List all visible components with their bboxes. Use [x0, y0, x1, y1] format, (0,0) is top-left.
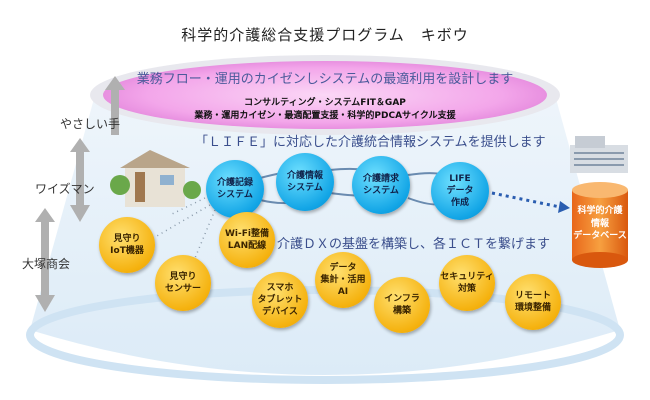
house-illustration: [110, 150, 201, 207]
ict-infrastructure: インフラ 構築: [374, 277, 430, 333]
consulting-sub2: 業務・運用カイゼン・最適配置支援・科学的PDCAサイクル支援: [194, 111, 456, 121]
system-care-record: 介護記録 システム: [206, 160, 264, 218]
ict-security: セキュリティ 対策: [439, 255, 495, 311]
ict-remote: リモート 環境整備: [505, 274, 561, 330]
ict-smartphone: スマホ タブレット デバイス: [252, 272, 308, 328]
system-life-data: LIFE データ 作成: [431, 162, 489, 220]
ict-wifi: Wi-Fi整備 LAN配線: [219, 212, 275, 268]
dx-heading: 介護ＤＸの基盤を構築し、各ＩＣＴを繋げます: [277, 237, 551, 252]
database-label: 科学的介護 情報 データベース: [573, 206, 627, 242]
page-title: 科学的介護総合支援プログラム キボウ: [181, 26, 469, 44]
partner-yasashiite: やさしい手: [60, 117, 121, 131]
facility-building: [570, 136, 628, 173]
ict-sensor: 見守り センサー: [155, 255, 211, 311]
partner-otsuka: 大塚商会: [22, 257, 71, 271]
consulting-heading: 業務フロー・運用のカイゼンしシステムの最適利用を設計します: [136, 72, 514, 87]
consulting-sub1: コンサルティング・システムFIT＆GAP: [244, 98, 406, 108]
life-heading: 「ＬＩＦＥ」に対応した介護統合情報システムを提供します: [195, 135, 546, 150]
arrows: [35, 76, 125, 312]
partner-wiseman: ワイズマン: [35, 182, 95, 196]
database-cylinder: [572, 182, 628, 268]
system-care-billing: 介護請求 システム: [352, 156, 410, 214]
ict-iot: 見守り IoT機器: [99, 217, 155, 273]
system-care-info: 介護情報 システム: [276, 153, 334, 211]
ict-data-ai: データ 集計・活用 AI: [315, 252, 371, 308]
